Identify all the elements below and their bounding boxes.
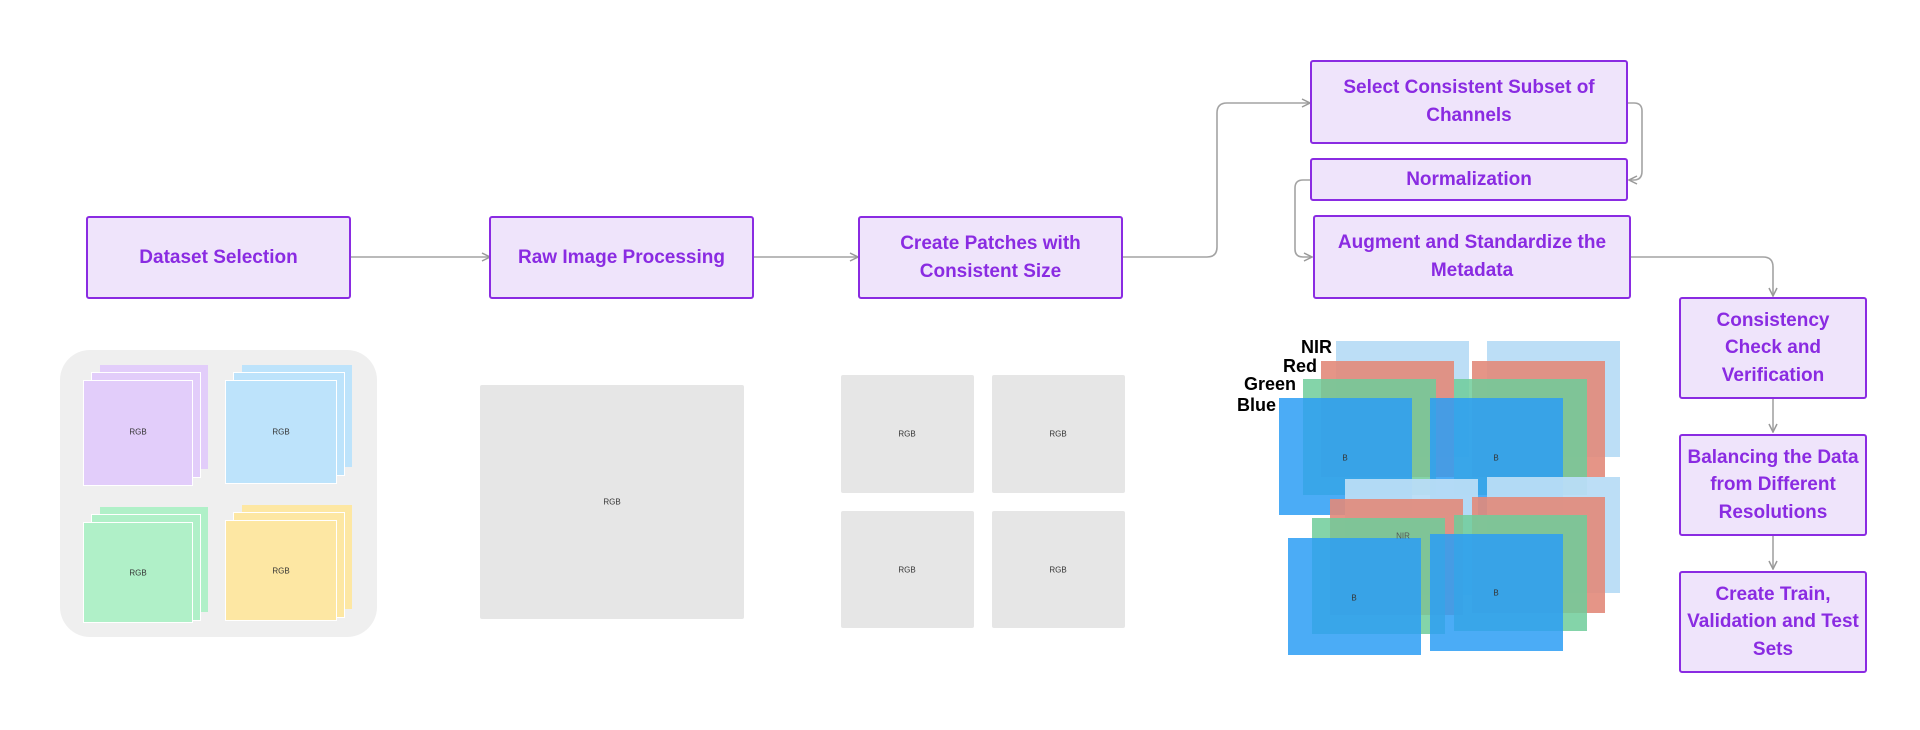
- dataset-selection-step[interactable]: Dataset Selection: [86, 216, 351, 299]
- balancing-label: Balancing the Data from Different Resolu…: [1687, 446, 1859, 523]
- band-tile-label-b2: B: [1493, 453, 1499, 463]
- consistency-check-label: Consistency Check and Verification: [1716, 309, 1830, 386]
- create-sets-label: Create Train, Validation and Test Sets: [1687, 583, 1859, 660]
- green-tile-label: RGB: [129, 568, 147, 578]
- create-patches-label: Create Patches with Consistent Size: [900, 232, 1081, 282]
- blue-tile-label: RGB: [272, 427, 290, 437]
- select-channels-step[interactable]: Select Consistent Subset of Channels: [1310, 60, 1628, 144]
- normalization-step[interactable]: Normalization: [1310, 158, 1628, 201]
- patch-top-left-label: RGB: [898, 429, 916, 439]
- select-channels-label: Select Consistent Subset of Channels: [1343, 77, 1595, 126]
- arrow-select-to-normalization: [1627, 102, 1643, 180]
- patch-top-left: [841, 375, 974, 493]
- purple-tile-label: RGB: [129, 427, 147, 437]
- band-tile-label-b1: B: [1342, 453, 1348, 463]
- balancing-step[interactable]: Balancing the Data from Different Resolu…: [1679, 434, 1867, 536]
- patch-bottom-left: [841, 511, 974, 628]
- normalization-label: Normalization: [1406, 168, 1532, 190]
- patch-top-right: [992, 375, 1125, 493]
- dataset-selection-label: Dataset Selection: [139, 246, 298, 268]
- patch-top-right-label: RGB: [1049, 429, 1067, 439]
- raw-image: [480, 385, 744, 619]
- band-tile-label-b4: B: [1493, 588, 1499, 598]
- arrow-patches-to-select: [1123, 103, 1310, 258]
- patch-bottom-right: [992, 511, 1125, 628]
- raw-image-label: RGB: [603, 497, 621, 507]
- arrow-normalization-to-augment: [1294, 179, 1312, 257]
- patch-bottom-right-label: RGB: [1049, 565, 1067, 575]
- band-label-green: Green: [1243, 374, 1296, 394]
- band-tile-label-b3: B: [1351, 593, 1357, 603]
- consistency-check-step[interactable]: Consistency Check and Verification: [1679, 297, 1867, 399]
- arrow-augment-to-consistency: [1631, 256, 1773, 296]
- augment-metadata-label: Augment and Standardize the Metadata: [1337, 232, 1607, 281]
- band-label-red: Red: [1282, 356, 1317, 376]
- create-sets-step[interactable]: Create Train, Validation and Test Sets: [1679, 571, 1867, 673]
- band-label-nir: NIR: [1301, 337, 1332, 357]
- yellow-tile-label: RGB: [272, 566, 290, 576]
- band-label-blue: Blue: [1236, 395, 1276, 415]
- raw-image-processing-step[interactable]: Raw Image Processing: [489, 216, 754, 299]
- raw-image-processing-label: Raw Image Processing: [518, 246, 725, 268]
- augment-metadata-step[interactable]: Augment and Standardize the Metadata: [1313, 215, 1631, 299]
- band-tile-label-nir: NIR: [1396, 531, 1410, 541]
- create-patches-step[interactable]: Create Patches with Consistent Size: [858, 216, 1123, 299]
- patch-bottom-left-label: RGB: [898, 565, 916, 575]
